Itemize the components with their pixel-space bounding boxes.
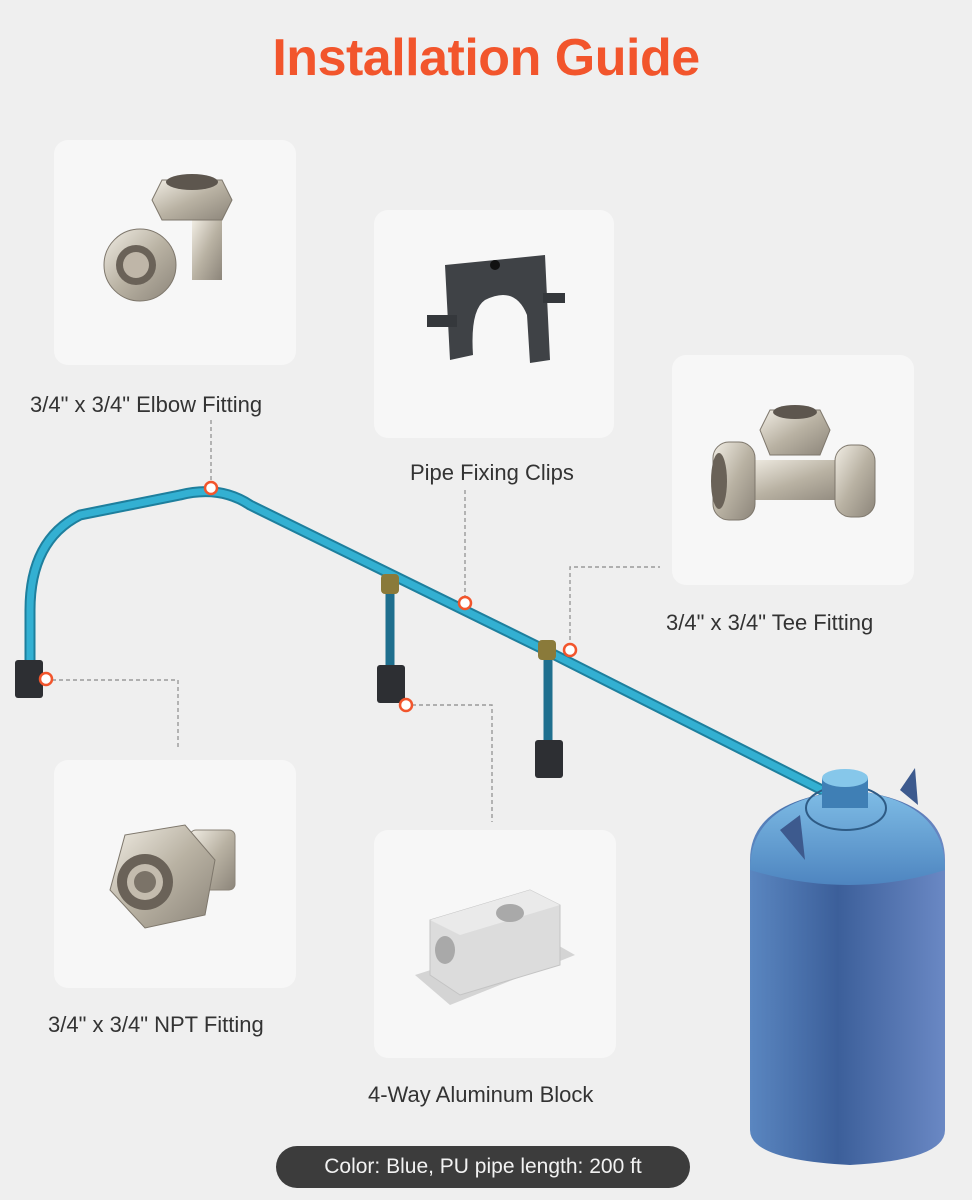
gas-tank-icon: [750, 768, 945, 1165]
tee-fitting-icon: [711, 405, 876, 521]
spec-badge: Color: Blue, PU pipe length: 200 ft: [276, 1146, 690, 1188]
pipe-clip-icon: [427, 255, 565, 363]
pipe-clip-card: [374, 210, 614, 438]
page-title: Installation Guide: [272, 29, 700, 87]
pipe-clip-label: Pipe Fixing Clips: [410, 460, 574, 485]
aluminum-block-label: 4-Way Aluminum Block: [368, 1082, 594, 1107]
elbow-fitting-icon: [103, 174, 233, 302]
aluminum-block-icon: [415, 889, 575, 1005]
npt-fitting-icon: [109, 824, 236, 929]
tee-fitting-label: 3/4" x 3/4" Tee Fitting: [666, 610, 874, 635]
elbow-fitting-label: 3/4" x 3/4" Elbow Fitting: [30, 392, 263, 417]
npt-fitting-label: 3/4" x 3/4" NPT Fitting: [48, 1012, 264, 1037]
